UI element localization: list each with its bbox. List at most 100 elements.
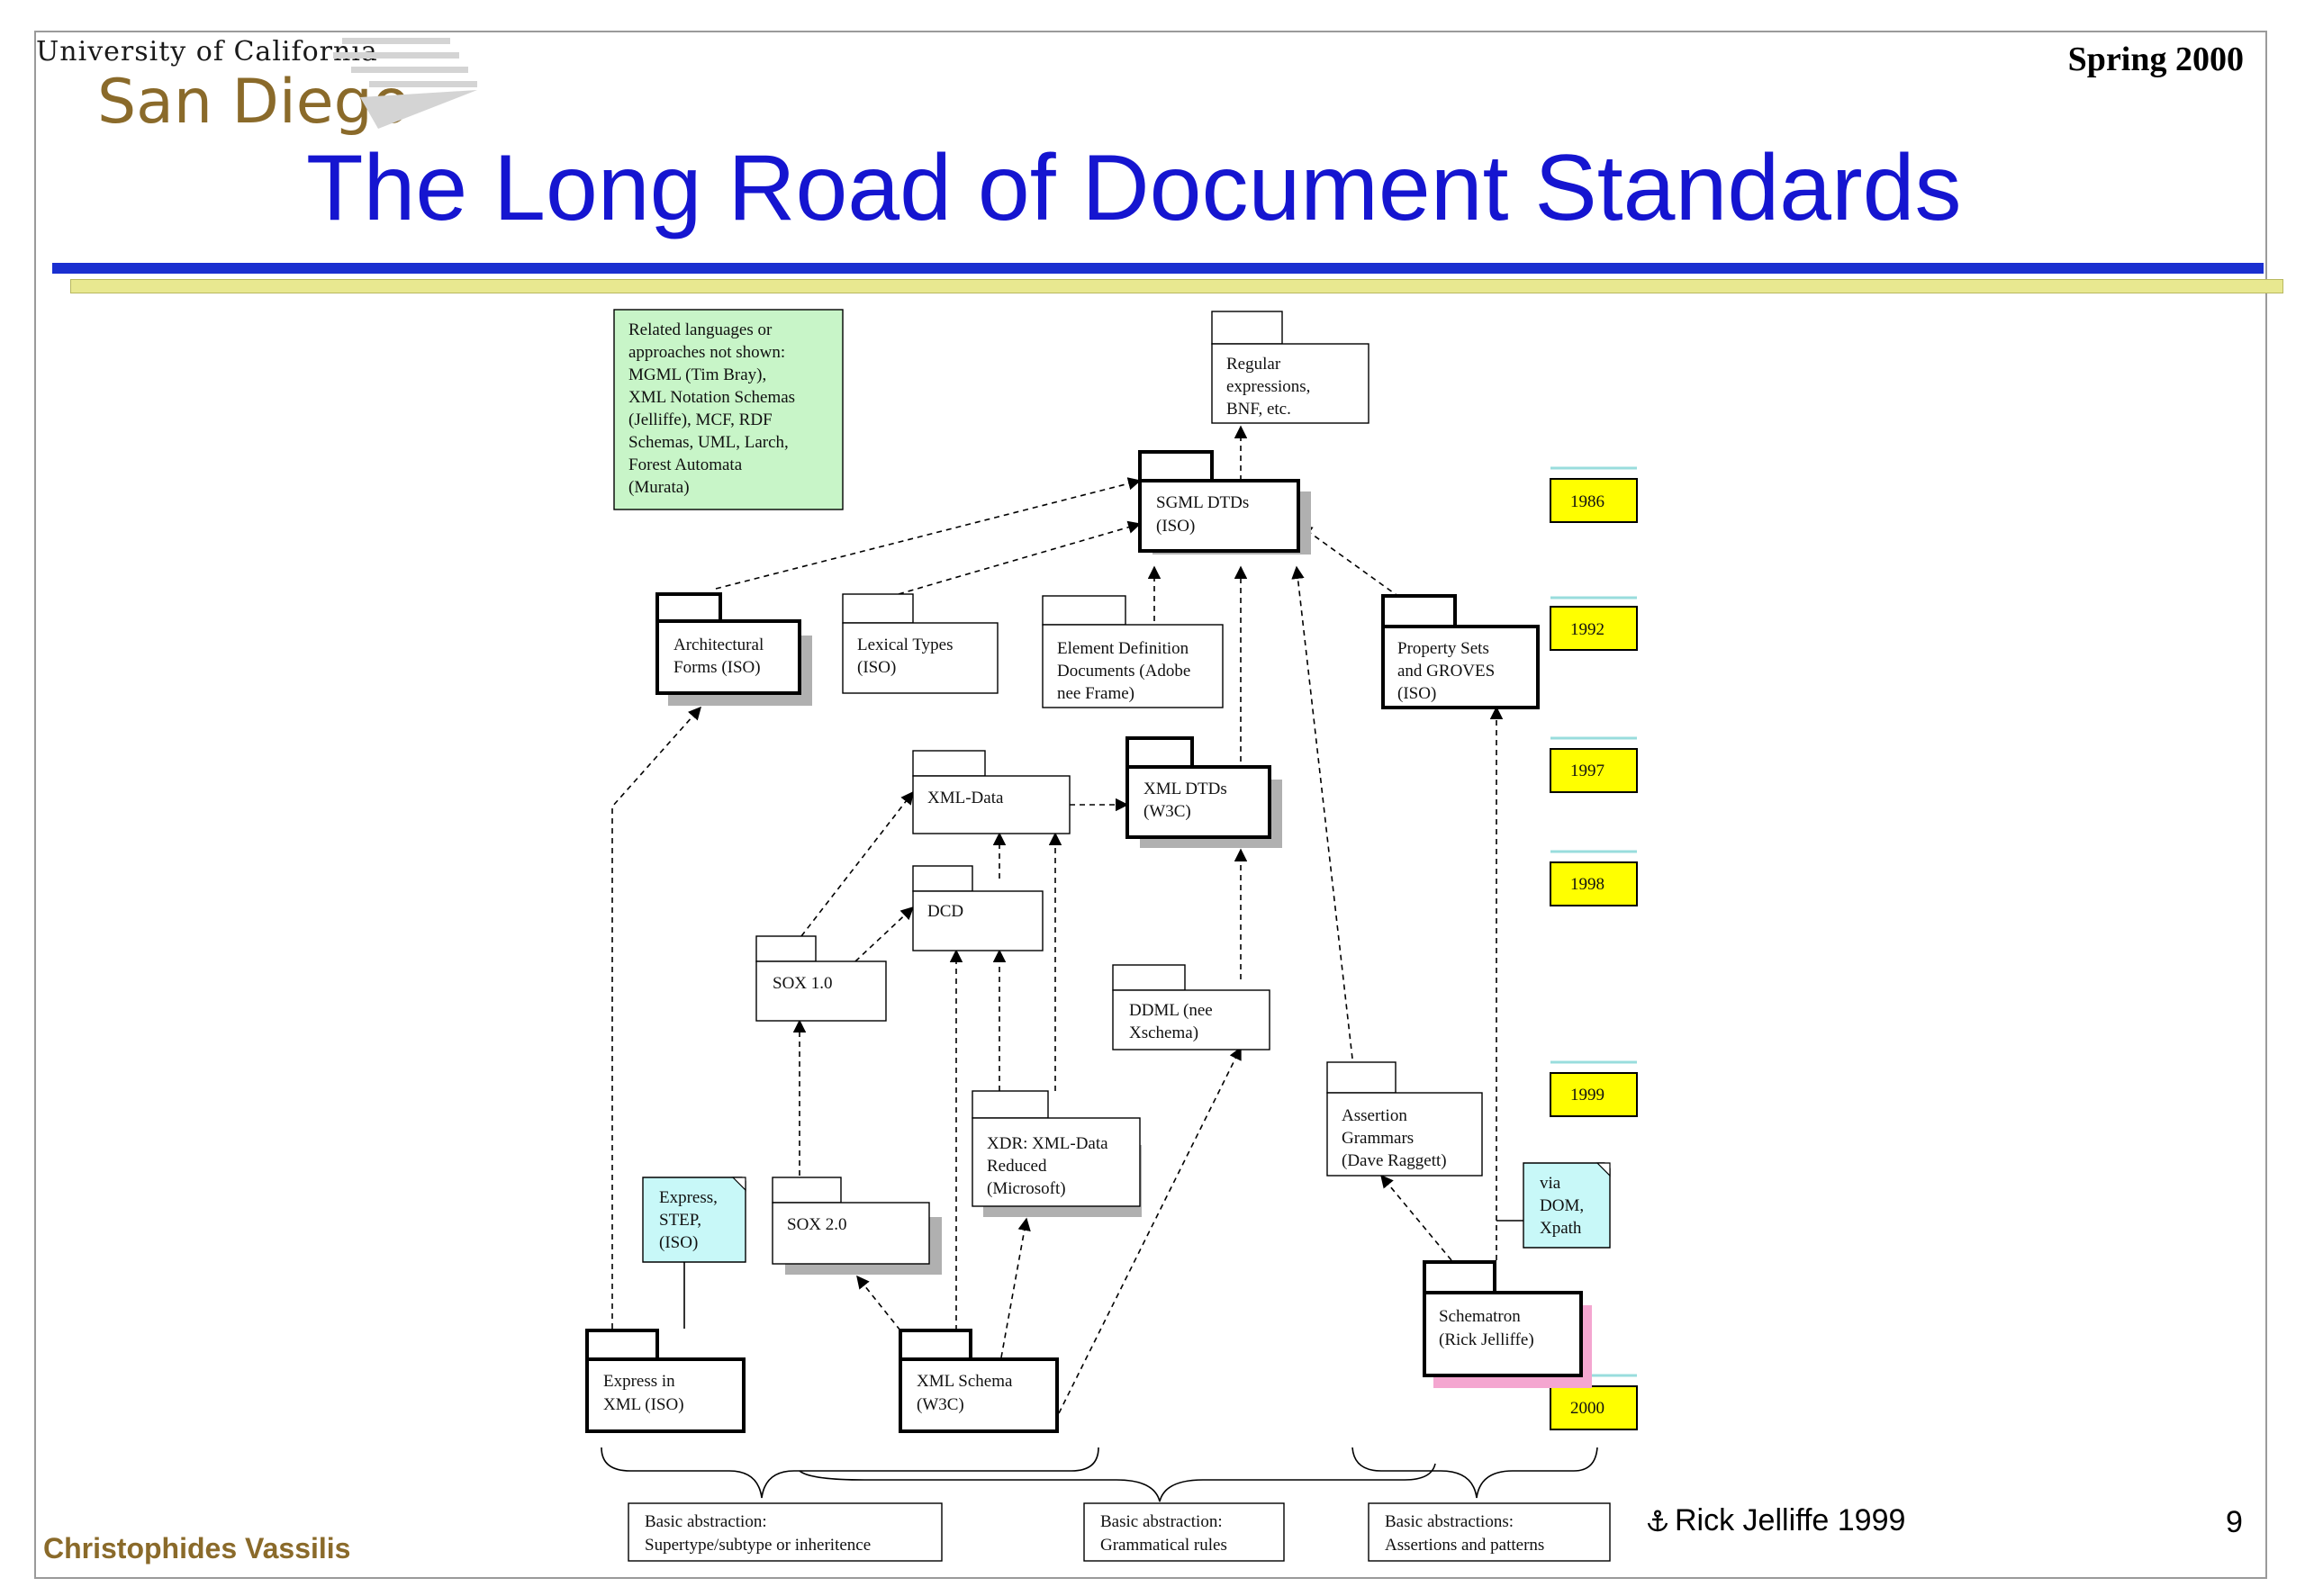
node-xml-data: XML-Data: [912, 750, 1071, 834]
svg-text:Lexical Types: Lexical Types: [857, 636, 953, 654]
year-1999-label: 1999: [1570, 1086, 1604, 1105]
svg-text:(ISO): (ISO): [1156, 517, 1195, 536]
svg-text:Express in: Express in: [603, 1372, 675, 1391]
svg-text:XDR: XML-Data: XDR: XML-Data: [987, 1134, 1108, 1153]
node-schematron: Schematron (Rick Jelliffe): [1423, 1260, 1592, 1388]
slide-frame: [34, 31, 2267, 1579]
svg-text:(W3C): (W3C): [1143, 802, 1191, 821]
svg-text:Schematron: Schematron: [1439, 1307, 1521, 1326]
svg-text:approaches not shown:: approaches not shown:: [628, 343, 785, 362]
svg-text:XML Schema: XML Schema: [917, 1372, 1013, 1391]
year-1997: [1550, 748, 1638, 793]
svg-text:BNF, etc.: BNF, etc.: [1226, 400, 1291, 419]
express-step-note: Express, STEP, (ISO): [642, 1177, 746, 1263]
year-1999: [1550, 1072, 1638, 1117]
node-regular-expressions: Regular expressions, BNF, etc.: [1211, 311, 1369, 424]
svg-text:(Rick Jelliffe): (Rick Jelliffe): [1439, 1330, 1534, 1349]
node-sox-2: SOX 2.0: [772, 1177, 942, 1275]
node-architectural-forms: Architectural Forms (ISO): [655, 592, 812, 706]
abstraction-inheritance: Basic abstraction: Supertype/subtype or …: [628, 1502, 943, 1562]
logo-campus: San Diego: [97, 67, 411, 138]
svg-text:Reduced: Reduced: [987, 1157, 1047, 1176]
abstraction-grammatical-rules: Basic abstraction: Grammatical rules: [1083, 1502, 1285, 1562]
node-ddml: DDML (nee Xschema): [1112, 964, 1270, 1050]
node-sgml-dtds: SGML DTDs (ISO): [1138, 450, 1311, 555]
svg-text:via: via: [1540, 1174, 1561, 1193]
year-1986-label: 1986: [1570, 492, 1604, 511]
svg-text:STEP,: STEP,: [659, 1211, 701, 1230]
svg-text:Architectural: Architectural: [673, 636, 764, 654]
svg-text:Documents (Adobe: Documents (Adobe: [1057, 662, 1190, 681]
svg-text:Schemas, UML, Larch,: Schemas, UML, Larch,: [628, 433, 789, 452]
svg-text:Related languages or: Related languages or: [628, 320, 773, 339]
svg-text:Property Sets: Property Sets: [1397, 639, 1489, 658]
svg-text:XML DTDs: XML DTDs: [1143, 780, 1227, 798]
connectors: [611, 425, 1504, 1414]
svg-text:Xpath: Xpath: [1540, 1219, 1582, 1238]
year-2000-label: 2000: [1570, 1399, 1604, 1418]
svg-text:Express,: Express,: [659, 1188, 718, 1207]
svg-text:DCD: DCD: [927, 902, 963, 921]
svg-text:Basic abstraction:: Basic abstraction:: [645, 1512, 767, 1531]
logo-university: University of California: [36, 36, 378, 68]
node-xml-schema: XML Schema (W3C): [899, 1329, 1059, 1433]
svg-text:Grammars: Grammars: [1342, 1129, 1414, 1148]
svg-text:Assertion: Assertion: [1342, 1106, 1407, 1125]
abstraction-assertions-patterns: Basic abstractions: Assertions and patte…: [1368, 1502, 1611, 1562]
year-1997-label: 1997: [1570, 762, 1604, 780]
node-sox-1: SOX 1.0: [755, 935, 887, 1022]
anchor-icon: [1647, 1510, 1668, 1532]
node-element-definition-documents: Element Definition Documents (Adobe nee …: [1042, 595, 1224, 708]
svg-text:(Murata): (Murata): [628, 478, 690, 497]
node-xdr: XDR: XML-Data Reduced (Microsoft): [972, 1090, 1142, 1217]
svg-text:SGML DTDs: SGML DTDs: [1156, 493, 1249, 512]
via-dom-xpath-note: via DOM, Xpath: [1523, 1162, 1611, 1249]
svg-text:XML Notation Schemas: XML Notation Schemas: [628, 388, 795, 407]
credit-text: Rick Jelliffe 1999: [1675, 1503, 1906, 1537]
svg-text:(Microsoft): (Microsoft): [987, 1179, 1066, 1198]
node-xml-dtds: XML DTDs (W3C): [1125, 736, 1282, 848]
year-1992-label: 1992: [1570, 620, 1604, 639]
node-dcd: DCD: [912, 865, 1044, 951]
grouping-braces: [601, 1447, 1598, 1502]
title-rule-blue: [52, 263, 2264, 274]
svg-text:Forms (ISO): Forms (ISO): [673, 658, 761, 677]
year-1986: [1550, 478, 1638, 523]
year-2000: [1550, 1385, 1638, 1430]
svg-text:Basic abstractions:: Basic abstractions:: [1385, 1512, 1514, 1531]
node-express-in-xml: Express in XML (ISO): [585, 1329, 746, 1433]
svg-text:Supertype/subtype or inherite: Supertype/subtype or inheritence: [645, 1536, 871, 1555]
svg-text:(Dave Raggett): (Dave Raggett): [1342, 1151, 1447, 1170]
svg-text:DDML (nee: DDML (nee: [1129, 1001, 1213, 1020]
svg-text:(ISO): (ISO): [659, 1233, 698, 1252]
node-property-sets-groves: Property Sets and GROVES (ISO): [1381, 594, 1540, 709]
svg-text:XML (ISO): XML (ISO): [603, 1395, 684, 1414]
year-1998-label: 1998: [1570, 875, 1604, 894]
svg-text:Assertions and patterns: Assertions and patterns: [1385, 1536, 1544, 1555]
svg-text:(ISO): (ISO): [857, 658, 896, 677]
author-name: Christophides Vassilis: [43, 1532, 351, 1564]
svg-text:Basic abstraction:: Basic abstraction:: [1100, 1512, 1223, 1531]
year-1992: [1550, 606, 1638, 651]
svg-text:Forest Automata: Forest Automata: [628, 455, 743, 474]
credit-line: Rick Jelliffe 1999: [1646, 1503, 1905, 1538]
node-lexical-types: Lexical Types (ISO): [842, 593, 999, 694]
page-number: 9: [2226, 1505, 2243, 1539]
svg-text:nee Frame): nee Frame): [1057, 684, 1134, 703]
svg-text:DOM,: DOM,: [1540, 1196, 1584, 1215]
related-languages-note: Related languages or approaches not show…: [613, 309, 844, 510]
svg-text:(W3C): (W3C): [917, 1395, 964, 1414]
svg-text:Element Definition: Element Definition: [1057, 639, 1189, 658]
page-title: The Long Road of Document Standards: [306, 136, 1962, 240]
svg-text:Xschema): Xschema): [1129, 1023, 1198, 1042]
svg-text:SOX 2.0: SOX 2.0: [787, 1215, 847, 1234]
logo-swoosh: [333, 38, 477, 129]
svg-text:(ISO): (ISO): [1397, 684, 1436, 703]
svg-text:Grammatical rules: Grammatical rules: [1100, 1536, 1227, 1555]
node-assertion-grammars: Assertion Grammars (Dave Raggett): [1326, 1061, 1483, 1177]
svg-text:MGML (Tim Bray),: MGML (Tim Bray),: [628, 365, 766, 384]
title-rule-yellow: [70, 279, 2283, 293]
svg-text:and GROVES: and GROVES: [1397, 662, 1495, 681]
